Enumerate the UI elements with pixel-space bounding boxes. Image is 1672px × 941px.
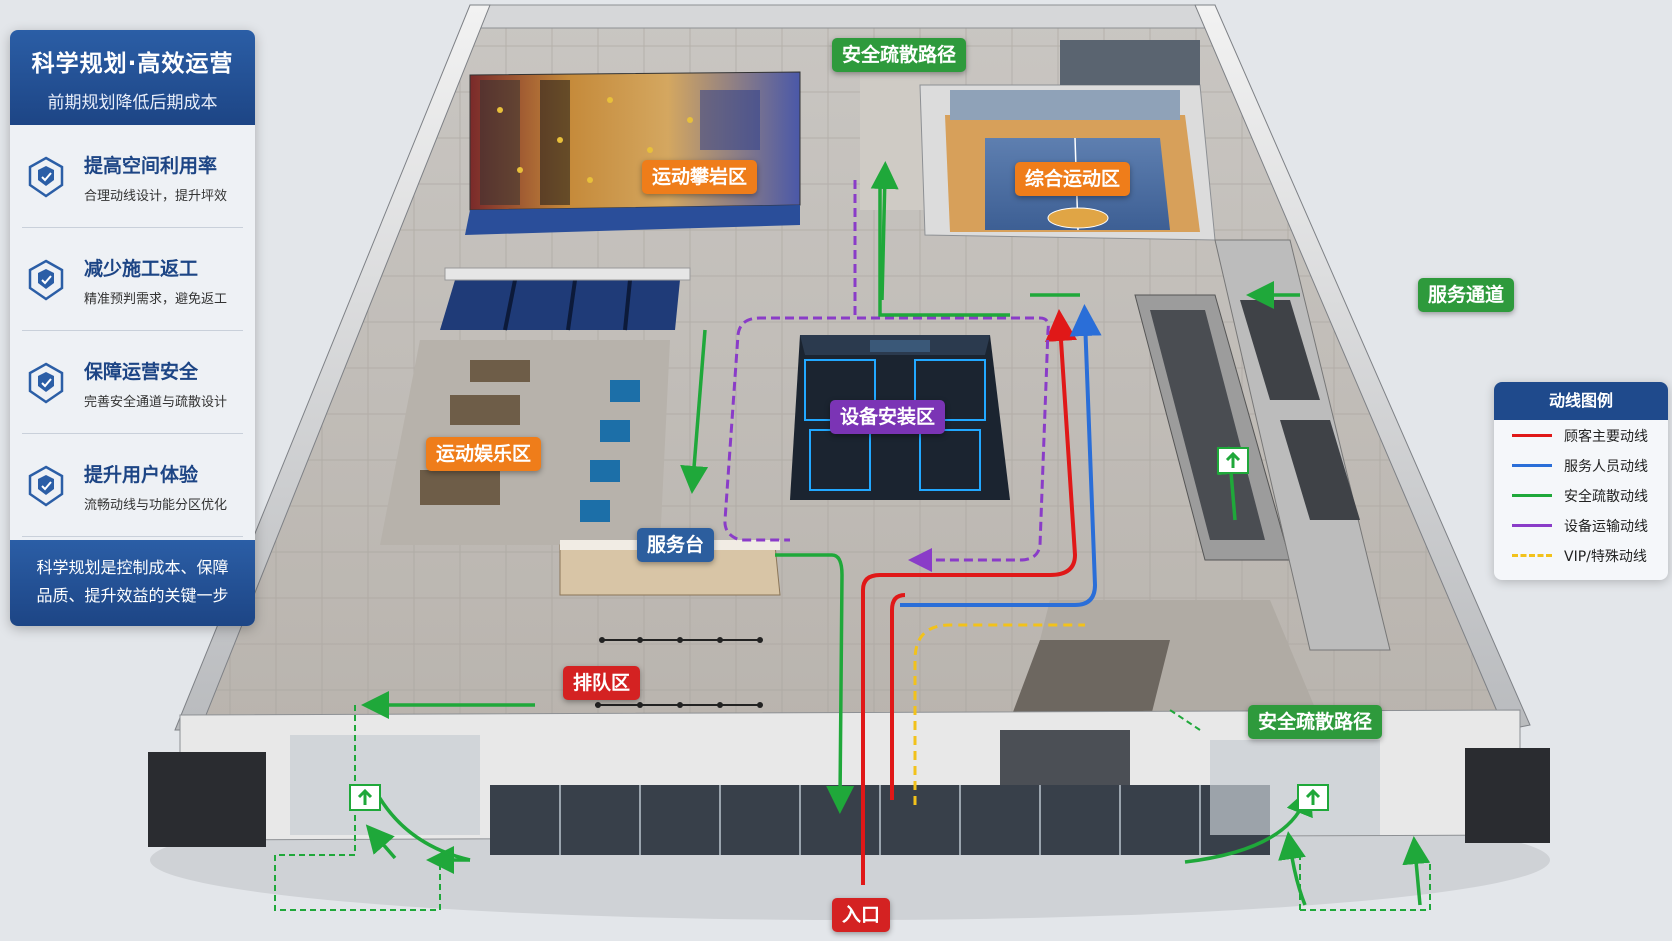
feature-item: 提升用户体验 流畅动线与功能分区优化 bbox=[22, 434, 243, 537]
legend-label: 设备运输动线 bbox=[1564, 519, 1648, 535]
feature-title: 保障运营安全 bbox=[84, 361, 199, 383]
legend-item: 服务人员动线 bbox=[1512, 452, 1668, 480]
exit-sign-right bbox=[1297, 784, 1329, 811]
panel-title: 科学规划·高效运营 bbox=[31, 51, 234, 77]
feature-title: 提高空间利用率 bbox=[84, 155, 218, 177]
feature-title: 提升用户体验 bbox=[84, 464, 199, 486]
exit-sign-left bbox=[349, 784, 381, 811]
staff-path bbox=[900, 304, 1102, 607]
panel-subtitle: 前期规划降低后期成本 bbox=[47, 93, 218, 113]
zone-label-service-passage: 服务通道 bbox=[1418, 278, 1515, 312]
feature-desc: 完善安全通道与疏散设计 bbox=[84, 395, 228, 410]
shield-icon bbox=[28, 465, 64, 507]
zone-label-service-desk: 服务台 bbox=[637, 528, 715, 562]
legend-swatch bbox=[1512, 434, 1552, 437]
trampoline-area bbox=[440, 280, 680, 330]
legend-label: VIP/特殊动线 bbox=[1564, 549, 1647, 565]
zone-label-sports: 综合运动区 bbox=[1015, 162, 1131, 196]
legend-item: 顾客主要动线 bbox=[1512, 422, 1668, 450]
panel-footer: 科学规划是控制成本、保障 品质、提升效益的关键一步 bbox=[10, 540, 255, 626]
panel-footer-line1: 科学规划是控制成本、保障 bbox=[36, 558, 229, 577]
legend-item: 设备运输动线 bbox=[1512, 512, 1668, 540]
panel-footer-line2: 品质、提升效益的关键一步 bbox=[36, 586, 229, 605]
zone-label-climbing: 运动攀岩区 bbox=[642, 160, 758, 194]
legend-label: 顾客主要动线 bbox=[1564, 429, 1648, 445]
customer-path bbox=[861, 309, 1078, 885]
legend-swatch bbox=[1512, 494, 1552, 497]
zone-label-evacuation-bottom: 安全疏散路径 bbox=[1248, 705, 1383, 739]
zone-label-entrance: 入口 bbox=[832, 898, 891, 932]
legend-item: VIP/特殊动线 bbox=[1512, 542, 1668, 570]
feature-desc: 合理动线设计，提升坪效 bbox=[84, 189, 228, 204]
info-panel: 科学规划·高效运营 前期规划降低后期成本 提高空间利用率 合理动线设计，提升坪效… bbox=[10, 30, 255, 626]
equipment-path bbox=[723, 180, 1050, 572]
zone-label-entertainment: 运动娱乐区 bbox=[426, 437, 542, 471]
zone-label-evacuation-top: 安全疏散路径 bbox=[832, 38, 967, 72]
feature-title: 减少施工返工 bbox=[84, 258, 199, 280]
zone-label-queue: 排队区 bbox=[563, 666, 641, 700]
feature-desc: 精准预判需求，避免返工 bbox=[84, 292, 228, 307]
shield-icon bbox=[28, 362, 64, 404]
feature-item: 减少施工返工 精准预判需求，避免返工 bbox=[22, 228, 243, 331]
legend-item: 安全疏散动线 bbox=[1512, 482, 1668, 510]
feature-item: 提高空间利用率 合理动线设计，提升坪效 bbox=[22, 125, 243, 228]
zone-label-equipment: 设备安装区 bbox=[830, 400, 946, 434]
legend-label: 安全疏散动线 bbox=[1564, 489, 1648, 505]
vip-path bbox=[913, 623, 1085, 805]
feature-item: 保障运营安全 完善安全通道与疏散设计 bbox=[22, 331, 243, 434]
panel-header: 科学规划·高效运营 前期规划降低后期成本 bbox=[10, 30, 255, 125]
legend-swatch bbox=[1512, 524, 1552, 527]
shield-icon bbox=[28, 156, 64, 198]
exit-sign-room bbox=[1217, 447, 1249, 474]
feature-desc: 流畅动线与功能分区优化 bbox=[84, 498, 228, 513]
legend-title: 动线图例 bbox=[1494, 382, 1668, 420]
shield-icon bbox=[28, 259, 64, 301]
legend-label: 服务人员动线 bbox=[1564, 459, 1648, 475]
flow-legend: 动线图例 顾客主要动线 服务人员动线 安全疏散动线 设备运输动线 VIP/特殊动… bbox=[1494, 382, 1668, 580]
legend-swatch bbox=[1512, 554, 1552, 557]
legend-swatch bbox=[1512, 464, 1552, 467]
